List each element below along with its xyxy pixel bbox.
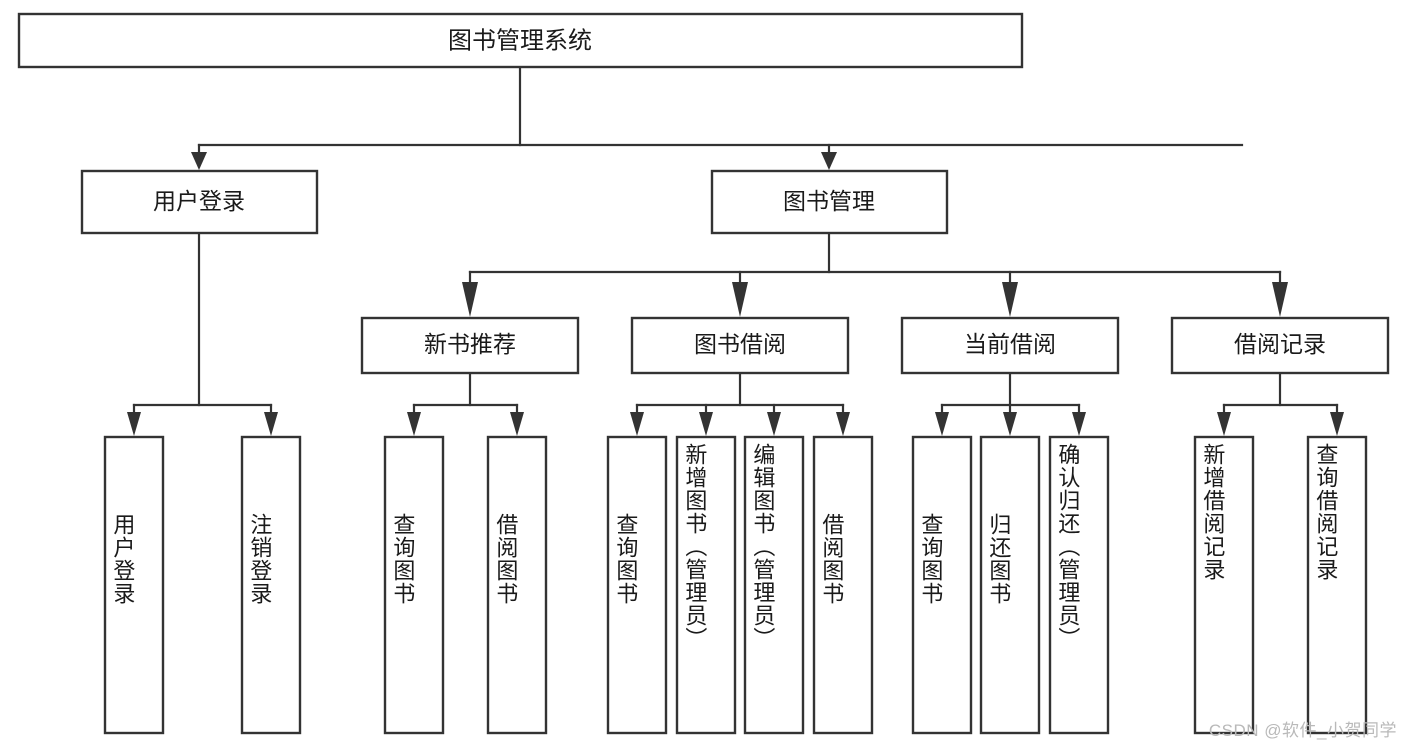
arrowhead-book-borrow	[732, 282, 748, 317]
arrowhead-leaf-edit-book	[767, 412, 781, 436]
node-root-label: 图书管理系统	[448, 27, 592, 54]
arrowhead-leaf-return-book	[1003, 412, 1017, 436]
node-book-manage-label: 图书管理	[783, 188, 875, 214]
arrowhead-leaf-query-book-2	[630, 412, 644, 436]
node-user-login[interactable]: 用户登录	[80, 169, 319, 235]
node-new-book-recommend[interactable]: 新书推荐	[360, 316, 580, 375]
arrowhead-book-manage	[821, 152, 837, 170]
node-new-book-recommend-label: 新书推荐	[424, 331, 516, 357]
arrowhead-leaf-confirm-return	[1072, 412, 1086, 436]
arrowhead-leaf-user-logout	[264, 412, 278, 436]
node-new-book-recommend-box[interactable]	[360, 316, 580, 375]
leaf-user-logout-box[interactable]	[240, 435, 302, 735]
leaf-query-record-box[interactable]	[1306, 435, 1368, 735]
leaf-confirm-return-box[interactable]	[1048, 435, 1110, 735]
connector-group-root-to-level2	[191, 65, 1244, 170]
csdn-watermark: CSDN @软件_小贺同学	[1208, 721, 1397, 740]
connector-group-book-manage-to-level3	[462, 231, 1288, 317]
leaf-query-book-1-box[interactable]	[383, 435, 445, 735]
arrowhead-borrow-record	[1272, 282, 1288, 317]
arrowhead-leaf-add-book	[699, 412, 713, 436]
leaf-query-book-3-box[interactable]	[911, 435, 973, 735]
node-current-borrow[interactable]: 当前借阅	[900, 316, 1120, 375]
arrowhead-leaf-borrow-book-2	[836, 412, 850, 436]
leaf-borrow-book-2-box[interactable]	[812, 435, 874, 735]
connector-group-current-borrow-to-leaves	[935, 371, 1086, 436]
node-borrow-record-box[interactable]	[1170, 316, 1390, 375]
node-book-manage[interactable]: 图书管理	[710, 169, 949, 235]
connector-group-borrow-record-to-leaves	[1217, 371, 1344, 436]
leaf-return-book-box[interactable]	[979, 435, 1041, 735]
arrowhead-user-login	[191, 152, 207, 170]
leaf-user-login-box[interactable]	[103, 435, 165, 735]
node-root[interactable]: 图书管理系统	[17, 12, 1024, 69]
node-borrow-record[interactable]: 借阅记录	[1170, 316, 1390, 375]
connector-group-new-book-to-leaves	[407, 371, 524, 436]
arrowhead-leaf-borrow-book-1	[510, 412, 524, 436]
arrowhead-leaf-query-book-1	[407, 412, 421, 436]
arrowhead-leaf-query-record	[1330, 412, 1344, 436]
leaf-add-record-box[interactable]	[1193, 435, 1255, 735]
node-user-login-box[interactable]	[80, 169, 319, 235]
node-book-borrow-box[interactable]	[630, 316, 850, 375]
arrowhead-current-borrow	[1002, 282, 1018, 317]
node-current-borrow-box[interactable]	[900, 316, 1120, 375]
node-current-borrow-label: 当前借阅	[964, 331, 1056, 357]
node-book-manage-box[interactable]	[710, 169, 949, 235]
node-borrow-record-label: 借阅记录	[1234, 331, 1326, 357]
leaf-query-book-2-box[interactable]	[606, 435, 668, 735]
leaf-add-book-box[interactable]	[675, 435, 737, 735]
leaf-edit-book-box[interactable]	[743, 435, 805, 735]
node-user-login-label: 用户登录	[153, 188, 245, 214]
node-root-box[interactable]	[17, 12, 1024, 69]
leaf-borrow-book-1-box[interactable]	[486, 435, 548, 735]
arrowhead-leaf-query-book-3	[935, 412, 949, 436]
arrowhead-new-book-recommend	[462, 282, 478, 317]
connector-group-book-borrow-to-leaves	[630, 371, 850, 436]
node-book-borrow-label: 图书借阅	[694, 331, 786, 357]
arrowhead-leaf-user-login	[127, 412, 141, 436]
node-book-borrow[interactable]: 图书借阅	[630, 316, 850, 375]
arrowhead-leaf-add-record	[1217, 412, 1231, 436]
connector-group-user-login-to-leaves	[127, 231, 278, 436]
leaf-boxes	[103, 435, 1368, 735]
